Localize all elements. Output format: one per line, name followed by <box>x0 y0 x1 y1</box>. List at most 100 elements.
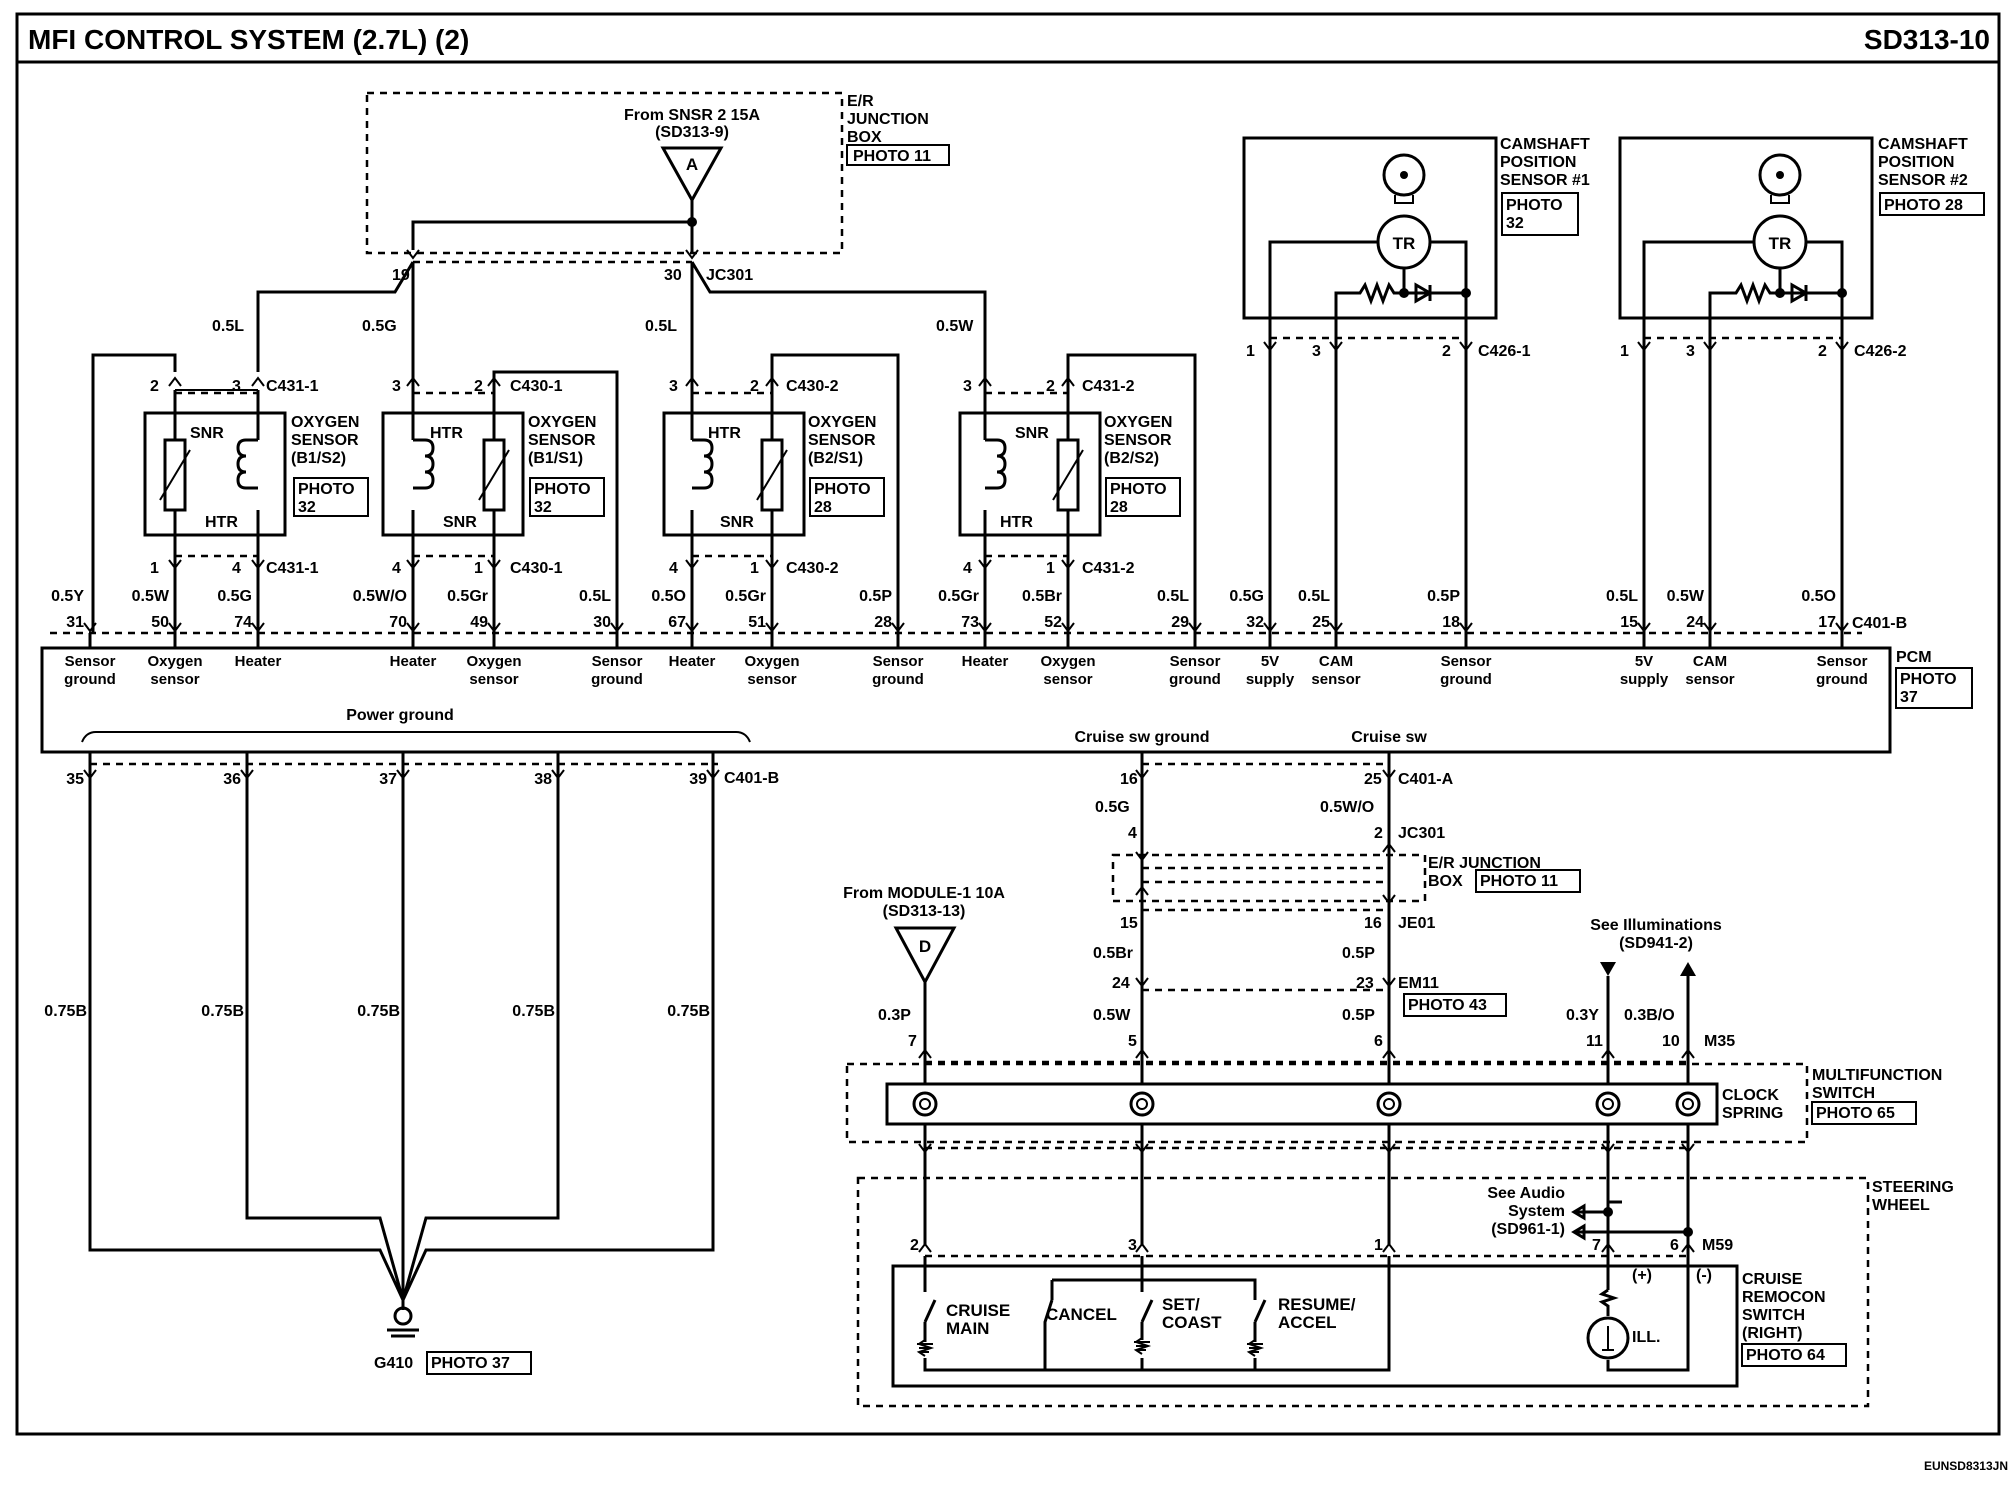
o2-3-name-3: (B2/S1) <box>808 450 863 467</box>
pcm-ground-pin: 38 <box>534 771 552 788</box>
clock-spring-coil <box>1376 1091 1402 1117</box>
pcm-photo-2: 37 <box>1900 689 1918 706</box>
wire-label-1: 0.5G <box>362 318 397 335</box>
pcm-wire-label: 0.5L <box>579 588 611 605</box>
pcm-function-label: ground <box>1816 671 1868 688</box>
ground-wire-label: 0.75B <box>44 1003 87 1020</box>
steering-conn: M59 <box>1702 1237 1733 1254</box>
switch-resume-1: RESUME/ <box>1278 1295 1356 1314</box>
steering-label-1: STEERING <box>1872 1179 1954 1196</box>
pcm-pin-number: 49 <box>470 614 488 631</box>
o2-4-photo-1: PHOTO <box>1110 481 1167 498</box>
pcm-function-label: Sensor <box>1441 653 1492 670</box>
o2-4-name-3: (B2/S2) <box>1104 450 1159 467</box>
cruise-conn-jc301: JC301 <box>1398 825 1445 842</box>
o2-2-name-1: OXYGEN <box>528 414 596 431</box>
o2-3-photo-2: 28 <box>814 499 832 516</box>
pcm-body <box>40 646 1892 754</box>
illum-label-2: (SD941-2) <box>1619 935 1693 952</box>
pcm-wire-label: 0.5G <box>217 588 252 605</box>
pcm-function-label: sensor <box>469 671 518 688</box>
cruise-pin-b2: 23 <box>1356 975 1374 992</box>
pcm-function-label: sensor <box>747 671 796 688</box>
cruise-pin-25: 25 <box>1364 771 1382 788</box>
pcm-wire-label: 0.5Br <box>1022 588 1062 605</box>
steering-pin-3: 3 <box>1128 1237 1137 1254</box>
o2-3-bot-pin-b: 1 <box>750 560 759 577</box>
diagram-code: SD313-10 <box>1864 24 1990 55</box>
pcm-function-label: Heater <box>235 653 282 670</box>
pcm-ground-pin: 36 <box>223 771 241 788</box>
o2-2-top-conn: C430-1 <box>510 378 563 395</box>
pcm-cruise-sw: Cruise sw <box>1351 729 1427 746</box>
pcm-function-label: Oxygen <box>744 653 799 670</box>
pcm-function-label: sensor <box>1043 671 1092 688</box>
mfs-label-2: SWITCH <box>1812 1085 1875 1102</box>
pcm-photo-1: PHOTO <box>1900 671 1957 688</box>
switch-resume-2: ACCEL <box>1278 1313 1337 1332</box>
pcm-ground-pin: 39 <box>689 771 707 788</box>
cruise-pin-b0: 2 <box>1374 825 1383 842</box>
pcm-conn-top: C401-B <box>1852 615 1907 632</box>
pcm-function-label: Sensor <box>65 653 116 670</box>
pcm-wire-label: 0.5W/O <box>353 588 407 605</box>
cam-1-conn: C426-1 <box>1478 343 1531 360</box>
pcm-function-label: Oxygen <box>1040 653 1095 670</box>
o2-2-name-3: (B1/S1) <box>528 450 583 467</box>
pcm-wire-label: 0.5Gr <box>725 588 766 605</box>
cruise-pin-a3: 5 <box>1128 1033 1137 1050</box>
o2-3-name-1: OXYGEN <box>808 414 876 431</box>
illum-wire-1: 0.3Y <box>1566 1007 1599 1024</box>
er-junction-box-top <box>365 91 844 255</box>
ground-photo: PHOTO 37 <box>431 1355 510 1372</box>
clock-spring-coil <box>1129 1091 1155 1117</box>
cruise-wire-a1: 0.5Br <box>1093 945 1133 962</box>
junction-pin-19: 19 <box>392 267 410 284</box>
o2-4-body <box>958 411 1102 537</box>
cam-2-body <box>1618 136 1874 320</box>
o2-1-elem-b: HTR <box>205 514 238 531</box>
module-wire: 0.3P <box>878 1007 911 1024</box>
cruise-conn-em11: EM11 <box>1398 975 1439 992</box>
clock-spring-coil <box>1675 1091 1701 1117</box>
illum-pin-1: 11 <box>1586 1033 1603 1050</box>
connector-a-label: A <box>686 155 698 174</box>
steering-pin-1: 1 <box>1374 1237 1383 1254</box>
pcm-ground-pin: 35 <box>66 771 84 788</box>
connector-d-label: D <box>919 937 931 956</box>
pcm-pin-number: 67 <box>668 614 686 631</box>
o2-3-elem-a: HTR <box>708 425 741 442</box>
wire-label-3: 0.5W <box>936 318 974 335</box>
pcm-bottom-conn: C401-B <box>724 770 779 787</box>
o2-4-bot-conn: C431-2 <box>1082 560 1135 577</box>
junction-label-3: BOX <box>847 129 882 146</box>
audio-label-3: (SD961-1) <box>1491 1221 1565 1238</box>
audio-label-2: System <box>1508 1203 1565 1220</box>
pcm-function-label: Sensor <box>873 653 924 670</box>
pcm-function-label: Oxygen <box>147 653 202 670</box>
pcm-function-label: 5V <box>1635 653 1653 670</box>
cam-1-name-2: POSITION <box>1500 154 1576 171</box>
connector-a-triangle <box>660 146 724 204</box>
cam-2-name-3: SENSOR #2 <box>1878 172 1968 189</box>
illum-wire-2: 0.3B/O <box>1624 1007 1675 1024</box>
connector-d-triangle <box>893 926 957 986</box>
o2-1-photo-1: PHOTO <box>298 481 355 498</box>
o2-1-top-pin-a: 2 <box>150 378 159 395</box>
cruise-photo-em11: PHOTO 43 <box>1408 997 1487 1014</box>
module-source-2: (SD313-13) <box>883 903 966 920</box>
switch-set-2: COAST <box>1162 1313 1222 1332</box>
er-junction-box-bottom <box>1111 853 1427 903</box>
o2-4-top-pin-b: 2 <box>1046 378 1055 395</box>
cam-2-tr: TR <box>1769 234 1792 253</box>
pcm-pin-number: 18 <box>1442 614 1460 631</box>
wire-label-2: 0.5L <box>645 318 677 335</box>
clock-spring-coil <box>912 1091 938 1117</box>
switch-cruise-2: MAIN <box>946 1319 989 1338</box>
cruise-pin-a2: 24 <box>1112 975 1130 992</box>
pcm-function-label: Heater <box>962 653 1009 670</box>
pcm-pin-number: 74 <box>234 614 252 631</box>
clock-spring-coils <box>912 1091 1701 1117</box>
